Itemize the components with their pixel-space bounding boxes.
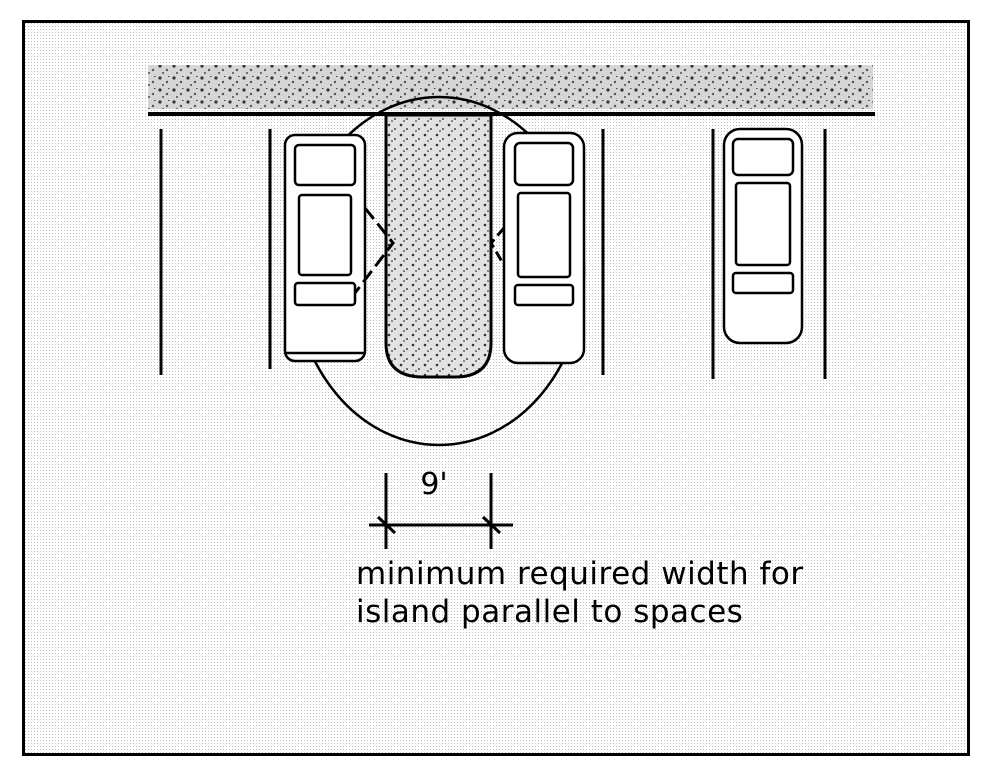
car-left [283, 133, 367, 363]
stall-lines [159, 129, 827, 379]
caption-line-1: minimum required width for [356, 556, 804, 592]
car-middle [502, 131, 586, 365]
car-right [722, 127, 804, 345]
dimension-label: 9' [420, 467, 448, 502]
curb-strip [148, 65, 873, 109]
island [384, 113, 493, 379]
dimension-line [369, 473, 513, 549]
door-swing-middle [489, 227, 506, 266]
caption: minimum required width for island parall… [356, 555, 916, 631]
figure-frame [22, 20, 970, 756]
caption-line-2: island parallel to spaces [356, 594, 744, 630]
parking-diagram [148, 65, 875, 549]
door-swing-left [353, 207, 395, 294]
stipple-background [25, 23, 967, 753]
